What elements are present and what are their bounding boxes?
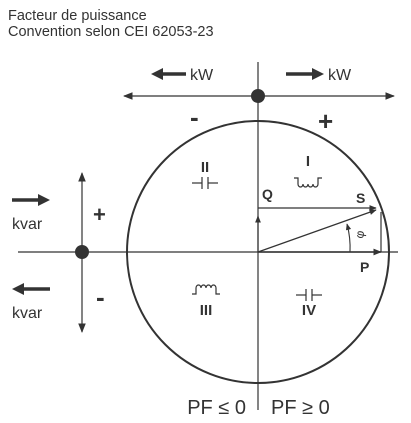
negative-kw-sign: - — [190, 102, 199, 132]
quadrant-iii-label: III — [200, 302, 213, 319]
s-label: S — [356, 190, 365, 206]
quadrant-iv-label: IV — [302, 302, 316, 319]
quadrant-i-label: I — [306, 153, 310, 170]
kw-right-label: kW — [328, 67, 352, 84]
capacitor-icon — [296, 289, 322, 301]
pf-positive-label: PF ≥ 0 — [271, 397, 330, 419]
phi-label: φ — [352, 229, 367, 239]
kvar-axis-dot — [75, 245, 89, 259]
positive-kw-sign: + — [318, 106, 333, 136]
q-label: Q — [262, 186, 273, 202]
inductor-icon — [294, 177, 322, 188]
pf-negative-label: PF ≤ 0 — [187, 397, 246, 419]
positive-kvar-sign: + — [93, 202, 106, 227]
capacitor-icon — [192, 177, 218, 189]
p-label: P — [360, 259, 369, 275]
diagram-title: Facteur de puissance — [8, 8, 147, 24]
kw-left-arrow-icon — [151, 68, 186, 80]
kvar-positive-arrow-icon — [12, 194, 50, 206]
kw-axis-dot — [251, 89, 265, 103]
quadrant-ii-label: II — [201, 159, 209, 176]
phi-angle-arc — [345, 223, 352, 253]
kvar-positive-label: kvar — [12, 216, 43, 233]
diagram-subtitle: Convention selon CEI 62053-23 — [8, 24, 214, 40]
kvar-negative-label: kvar — [12, 305, 43, 322]
inductor-icon — [192, 284, 220, 295]
kw-right-arrow-icon — [286, 68, 324, 80]
s-vector — [257, 209, 377, 253]
kvar-negative-arrow-icon — [12, 283, 50, 295]
negative-kvar-sign: - — [96, 282, 105, 312]
kw-left-label: kW — [190, 67, 214, 84]
